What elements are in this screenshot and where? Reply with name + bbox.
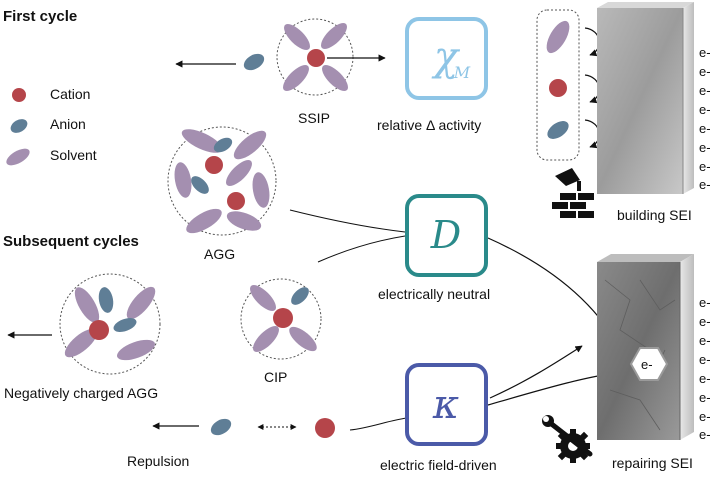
cip-cluster	[240, 278, 322, 360]
first-cycle-heading: First cycle	[3, 8, 78, 25]
repairing-sei-block	[597, 254, 694, 440]
ssip-label: SSIP	[298, 110, 330, 126]
electron-label: e-	[699, 295, 711, 310]
agg-label: AGG	[204, 246, 236, 262]
electron-label: e-	[699, 140, 711, 155]
d-box: D	[405, 194, 488, 277]
electron-label: e-	[699, 371, 711, 386]
building-sei-label: building SEI	[617, 207, 692, 223]
electron-label: e-	[699, 409, 711, 424]
electron-label: e-	[699, 45, 711, 60]
electron-label: e-	[699, 64, 711, 79]
svg-text:D: D	[430, 213, 461, 257]
electron-label: e-	[699, 390, 711, 405]
legend-cation-label: Cation	[50, 86, 91, 102]
electron-label: e-	[699, 314, 711, 329]
chi-box: χ M	[405, 17, 488, 100]
legend-anion-label: Anion	[50, 116, 86, 132]
legend-cation-marker	[12, 88, 26, 102]
bricks-trowel-icon	[552, 168, 594, 218]
repairing-sei-label: repairing SEI	[612, 455, 693, 471]
kappa-up-arrow	[489, 345, 583, 399]
cip-to-d-curve	[317, 235, 406, 263]
repulsion-label: Repulsion	[127, 453, 190, 469]
chi-box-label: relative Δ activity	[377, 117, 482, 133]
svg-text:χ: χ	[431, 34, 461, 80]
ssip-free-anion	[243, 53, 265, 71]
agg-to-d-curve	[289, 209, 406, 233]
svg-text:κ: κ	[432, 382, 459, 428]
repair-hole-electron: e-	[641, 357, 653, 372]
electron-label: e-	[699, 121, 711, 136]
electron-label: e-	[699, 352, 711, 367]
gear-wrench-icon	[542, 415, 593, 463]
legend-solvent-marker	[6, 148, 30, 166]
kappa-box-label: electric field-driven	[380, 457, 497, 473]
electron-label: e-	[699, 427, 711, 442]
d-box-label: electrically neutral	[378, 286, 491, 302]
negative-agg-label: Negatively charged AGG	[4, 385, 159, 401]
cip-label: CIP	[264, 369, 288, 385]
repulsion-cation	[315, 418, 335, 438]
subsequent-cycles-heading: Subsequent cycles	[3, 233, 139, 250]
negative-agg-cluster	[59, 273, 161, 375]
repulsion-anion	[210, 418, 232, 436]
svg-text:M: M	[453, 63, 471, 82]
legend-solvent-label: Solvent	[50, 147, 97, 163]
cation-to-kappa-curve	[349, 417, 408, 431]
legend-anion-marker	[10, 119, 28, 133]
building-sei-block	[536, 2, 694, 194]
electron-label: e-	[699, 83, 711, 98]
agg-cluster	[167, 126, 277, 236]
electron-label: e-	[699, 102, 711, 117]
electron-label: e-	[699, 177, 711, 192]
ssip-cluster	[276, 18, 354, 96]
electron-label: e-	[699, 333, 711, 348]
kappa-box: κ	[405, 363, 488, 446]
electron-label: e-	[699, 159, 711, 174]
